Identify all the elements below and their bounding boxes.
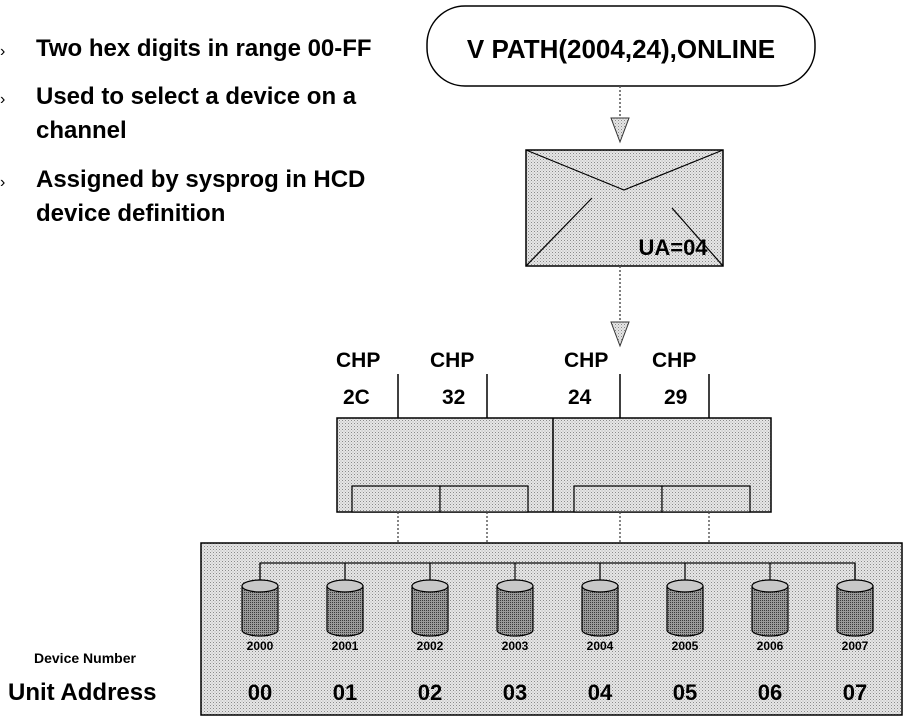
device-number: 2005 bbox=[672, 639, 699, 653]
device-2005: 2005 05 bbox=[666, 563, 704, 705]
arrow-command-to-envelope bbox=[610, 86, 630, 144]
chpid-label: 29 bbox=[664, 386, 687, 409]
chpid-labels: CHP 2C CHP 32 CHP 24 CHP 29 bbox=[336, 349, 710, 418]
control-unit bbox=[336, 417, 772, 513]
arrow-envelope-to-chp bbox=[610, 266, 630, 348]
disk-drive-icon bbox=[411, 579, 449, 637]
bullet-text: Assigned by sysprog in HCD bbox=[36, 166, 365, 193]
chpid-32: CHP 32 bbox=[430, 349, 488, 418]
unit-address-value: 02 bbox=[418, 680, 442, 705]
device-number: 2001 bbox=[332, 639, 359, 653]
disk-drive-icon bbox=[751, 579, 789, 637]
devices: 2000 00 2001 01 2002 02 2003 03 2004 04 2005 05 2006… bbox=[241, 563, 874, 705]
command-text: V PATH(2004,24),ONLINE bbox=[467, 34, 775, 64]
unit-address-value: 01 bbox=[333, 680, 357, 705]
chpid-label: 32 bbox=[442, 386, 465, 409]
chpid-label: 24 bbox=[568, 386, 592, 409]
device-number: 2007 bbox=[842, 639, 869, 653]
chpid-label: CHP bbox=[564, 349, 608, 372]
chpid-label: 2C bbox=[343, 386, 370, 409]
disk-drive-icon bbox=[666, 579, 704, 637]
command-box: V PATH(2004,24),ONLINE bbox=[426, 5, 816, 87]
device-2000: 2000 00 bbox=[241, 563, 279, 705]
bullet-text: channel bbox=[36, 117, 127, 144]
unit-address-value: 07 bbox=[843, 680, 867, 705]
device-number: 2003 bbox=[502, 639, 529, 653]
disk-drive-icon bbox=[326, 579, 364, 637]
device-2006: 2006 06 bbox=[751, 563, 789, 705]
chpid-29: CHP 29 bbox=[652, 349, 710, 418]
device-2002: 2002 02 bbox=[411, 563, 449, 705]
chpid-label: CHP bbox=[652, 349, 696, 372]
unit-address-value: 03 bbox=[503, 680, 527, 705]
unit-address-value: 06 bbox=[758, 680, 782, 705]
device-2001: 2001 01 bbox=[326, 563, 364, 705]
disk-drive-icon bbox=[836, 579, 874, 637]
disk-drive-icon bbox=[496, 579, 534, 637]
unit-address-value: 05 bbox=[673, 680, 697, 705]
disk-drive-icon bbox=[241, 579, 279, 637]
device-number: 2002 bbox=[417, 639, 444, 653]
chpid-label: CHP bbox=[430, 349, 474, 372]
unit-address-value: 04 bbox=[588, 680, 613, 705]
device-number-label: Device Number bbox=[34, 650, 136, 666]
envelope: UA=04 bbox=[525, 149, 724, 267]
chpid-2c: CHP 2C bbox=[336, 349, 399, 418]
chpid-24: CHP 24 bbox=[564, 349, 621, 418]
envelope-label: UA=04 bbox=[638, 235, 708, 260]
bullet-marker: › bbox=[0, 91, 5, 108]
cu-to-device-links bbox=[397, 512, 710, 543]
bullet-marker: › bbox=[0, 174, 5, 191]
unit-address-value: 00 bbox=[248, 680, 272, 705]
device-2004: 2004 04 bbox=[581, 563, 619, 705]
device-number: 2006 bbox=[757, 639, 784, 653]
unit-address-label: Unit Address bbox=[8, 679, 156, 706]
device-number: 2000 bbox=[247, 639, 274, 653]
device-2007: 2007 07 bbox=[836, 563, 874, 705]
device-2003: 2003 03 bbox=[496, 563, 534, 705]
bullet-text: Used to select a device on a bbox=[36, 83, 357, 110]
device-number: 2004 bbox=[587, 639, 614, 653]
bullet-text: Two hex digits in range 00-FF bbox=[36, 35, 372, 62]
bullet-list: › Two hex digits in range 00-FF › Used t… bbox=[0, 35, 372, 227]
disk-drive-icon bbox=[581, 579, 619, 637]
bullet-text: device definition bbox=[36, 200, 225, 227]
device-panel bbox=[200, 542, 903, 716]
chpid-label: CHP bbox=[336, 349, 380, 372]
bullet-marker: › bbox=[0, 43, 5, 60]
